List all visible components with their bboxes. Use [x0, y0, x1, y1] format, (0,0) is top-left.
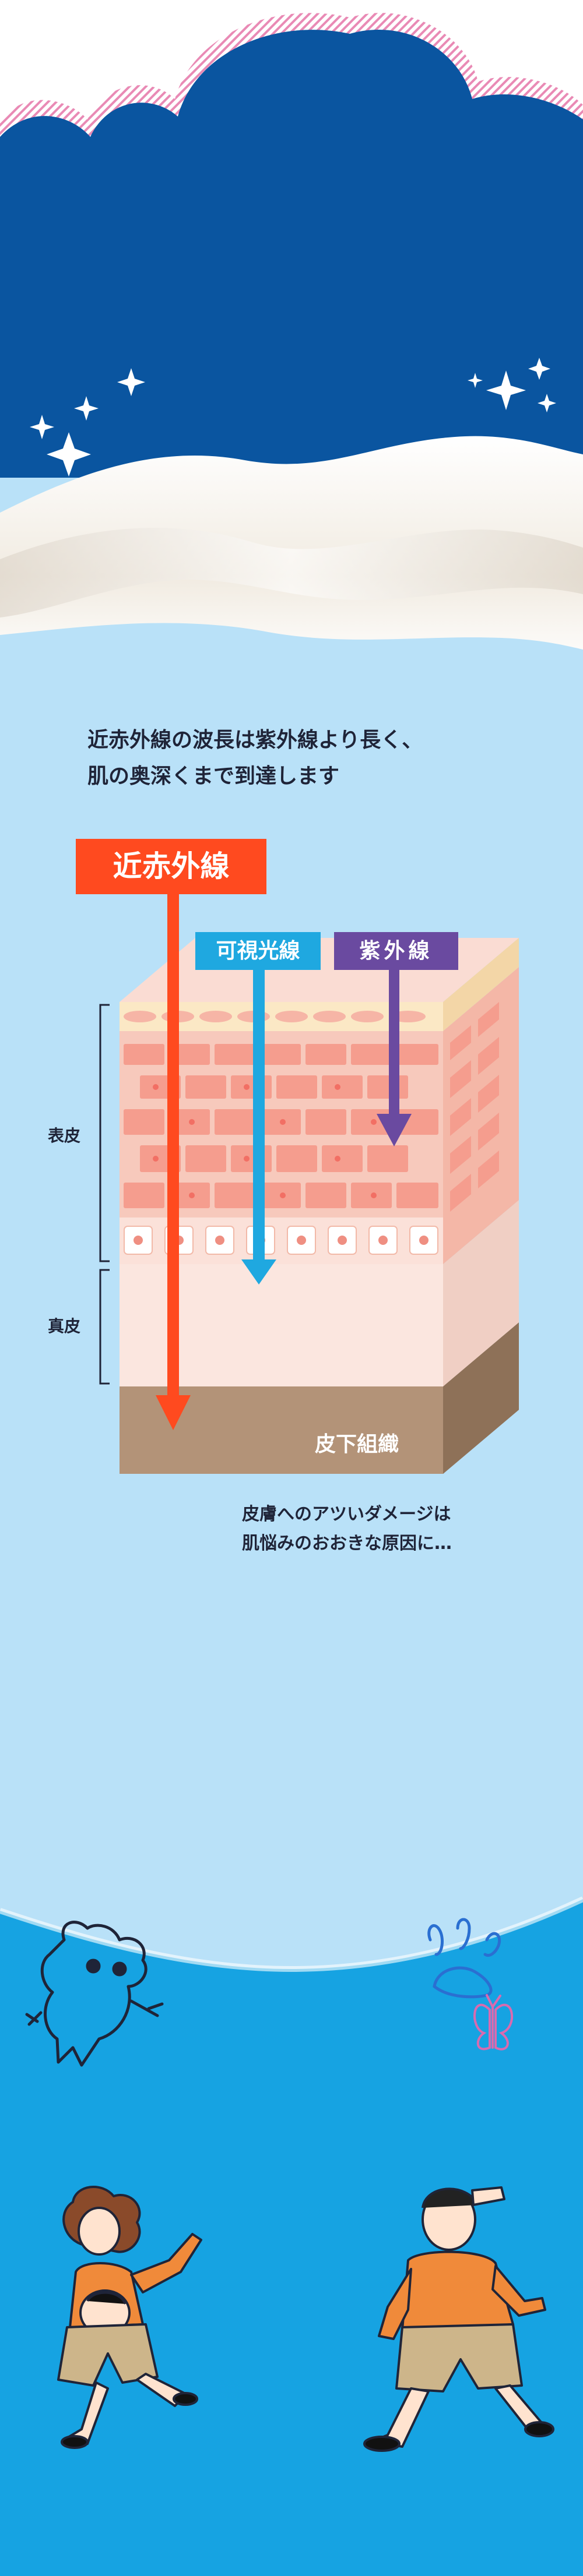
visible-arrowhead	[241, 1259, 276, 1285]
night-sky	[0, 30, 583, 478]
intro-line-1: 近赤外線の波長は紫外線より長く、	[87, 728, 423, 752]
subcutaneous-layer	[120, 1322, 519, 1474]
uv-arrow-shaft	[389, 970, 399, 1116]
milk-bottom-edge	[0, 623, 583, 687]
damage-note: 皮膚へのアツいダメージは 肌悩みのおおきな原因に…	[242, 1500, 545, 1558]
subcutaneous-label: 皮下組織	[315, 1432, 399, 1456]
epidermis-bracket	[99, 1004, 110, 1262]
near-infrared-label-box	[76, 839, 266, 894]
paw-doodle	[427, 1918, 501, 1999]
ultraviolet-label: 紫外線	[359, 939, 433, 963]
intro-line-2: 肌の奥深くまで到達します	[87, 764, 340, 788]
sparkles-left	[30, 368, 145, 477]
visible-arrow-shaft	[253, 970, 265, 1261]
near-infrared-label: 近赤外線	[113, 849, 230, 883]
visible-label-box	[195, 932, 321, 970]
father-character	[363, 2186, 554, 2452]
note-line-2: 肌悩みのおおきな原因に…	[242, 1533, 452, 1554]
near-infrared-arrowhead	[156, 1395, 191, 1430]
note-line-1: 皮膚へのアツいダメージは	[242, 1504, 451, 1525]
intro-caption: 近赤外線の波長は紫外線より長く、 肌の奥深くまで到達します	[87, 722, 531, 795]
visible-light-label: 可視光線	[216, 939, 300, 963]
uv-arrowhead	[377, 1114, 412, 1146]
sparkles-right	[468, 358, 556, 412]
epidermis-label: 表皮	[48, 1126, 81, 1145]
bottom-blue-area	[0, 1899, 583, 2576]
mother-character	[57, 2186, 202, 2449]
butterfly-doodle	[473, 1994, 514, 2051]
dermis-bracket	[99, 1269, 110, 1385]
uv-label-box	[334, 932, 458, 970]
dermis-label: 真皮	[48, 1317, 81, 1336]
dog-doodle	[25, 1921, 164, 2067]
skin-diagram	[76, 839, 519, 1474]
near-infrared-arrow-shaft	[167, 894, 179, 1395]
milk-wave-shade	[0, 528, 583, 617]
